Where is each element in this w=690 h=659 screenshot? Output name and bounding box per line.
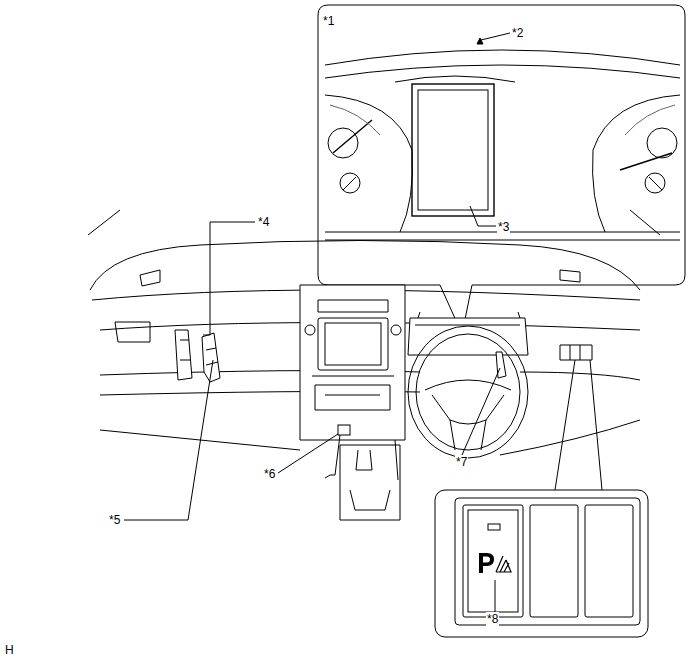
figure-code: H	[4, 643, 15, 657]
callout-number: *2	[511, 26, 524, 40]
callout-number: *5	[108, 513, 121, 527]
callout-number: *4	[257, 215, 270, 229]
callout-number: *6	[263, 467, 276, 481]
callout-number: *7	[455, 455, 468, 469]
callout-number: *3	[497, 220, 510, 234]
callout-number: *1	[322, 14, 335, 28]
callout-number: *8	[486, 612, 499, 626]
